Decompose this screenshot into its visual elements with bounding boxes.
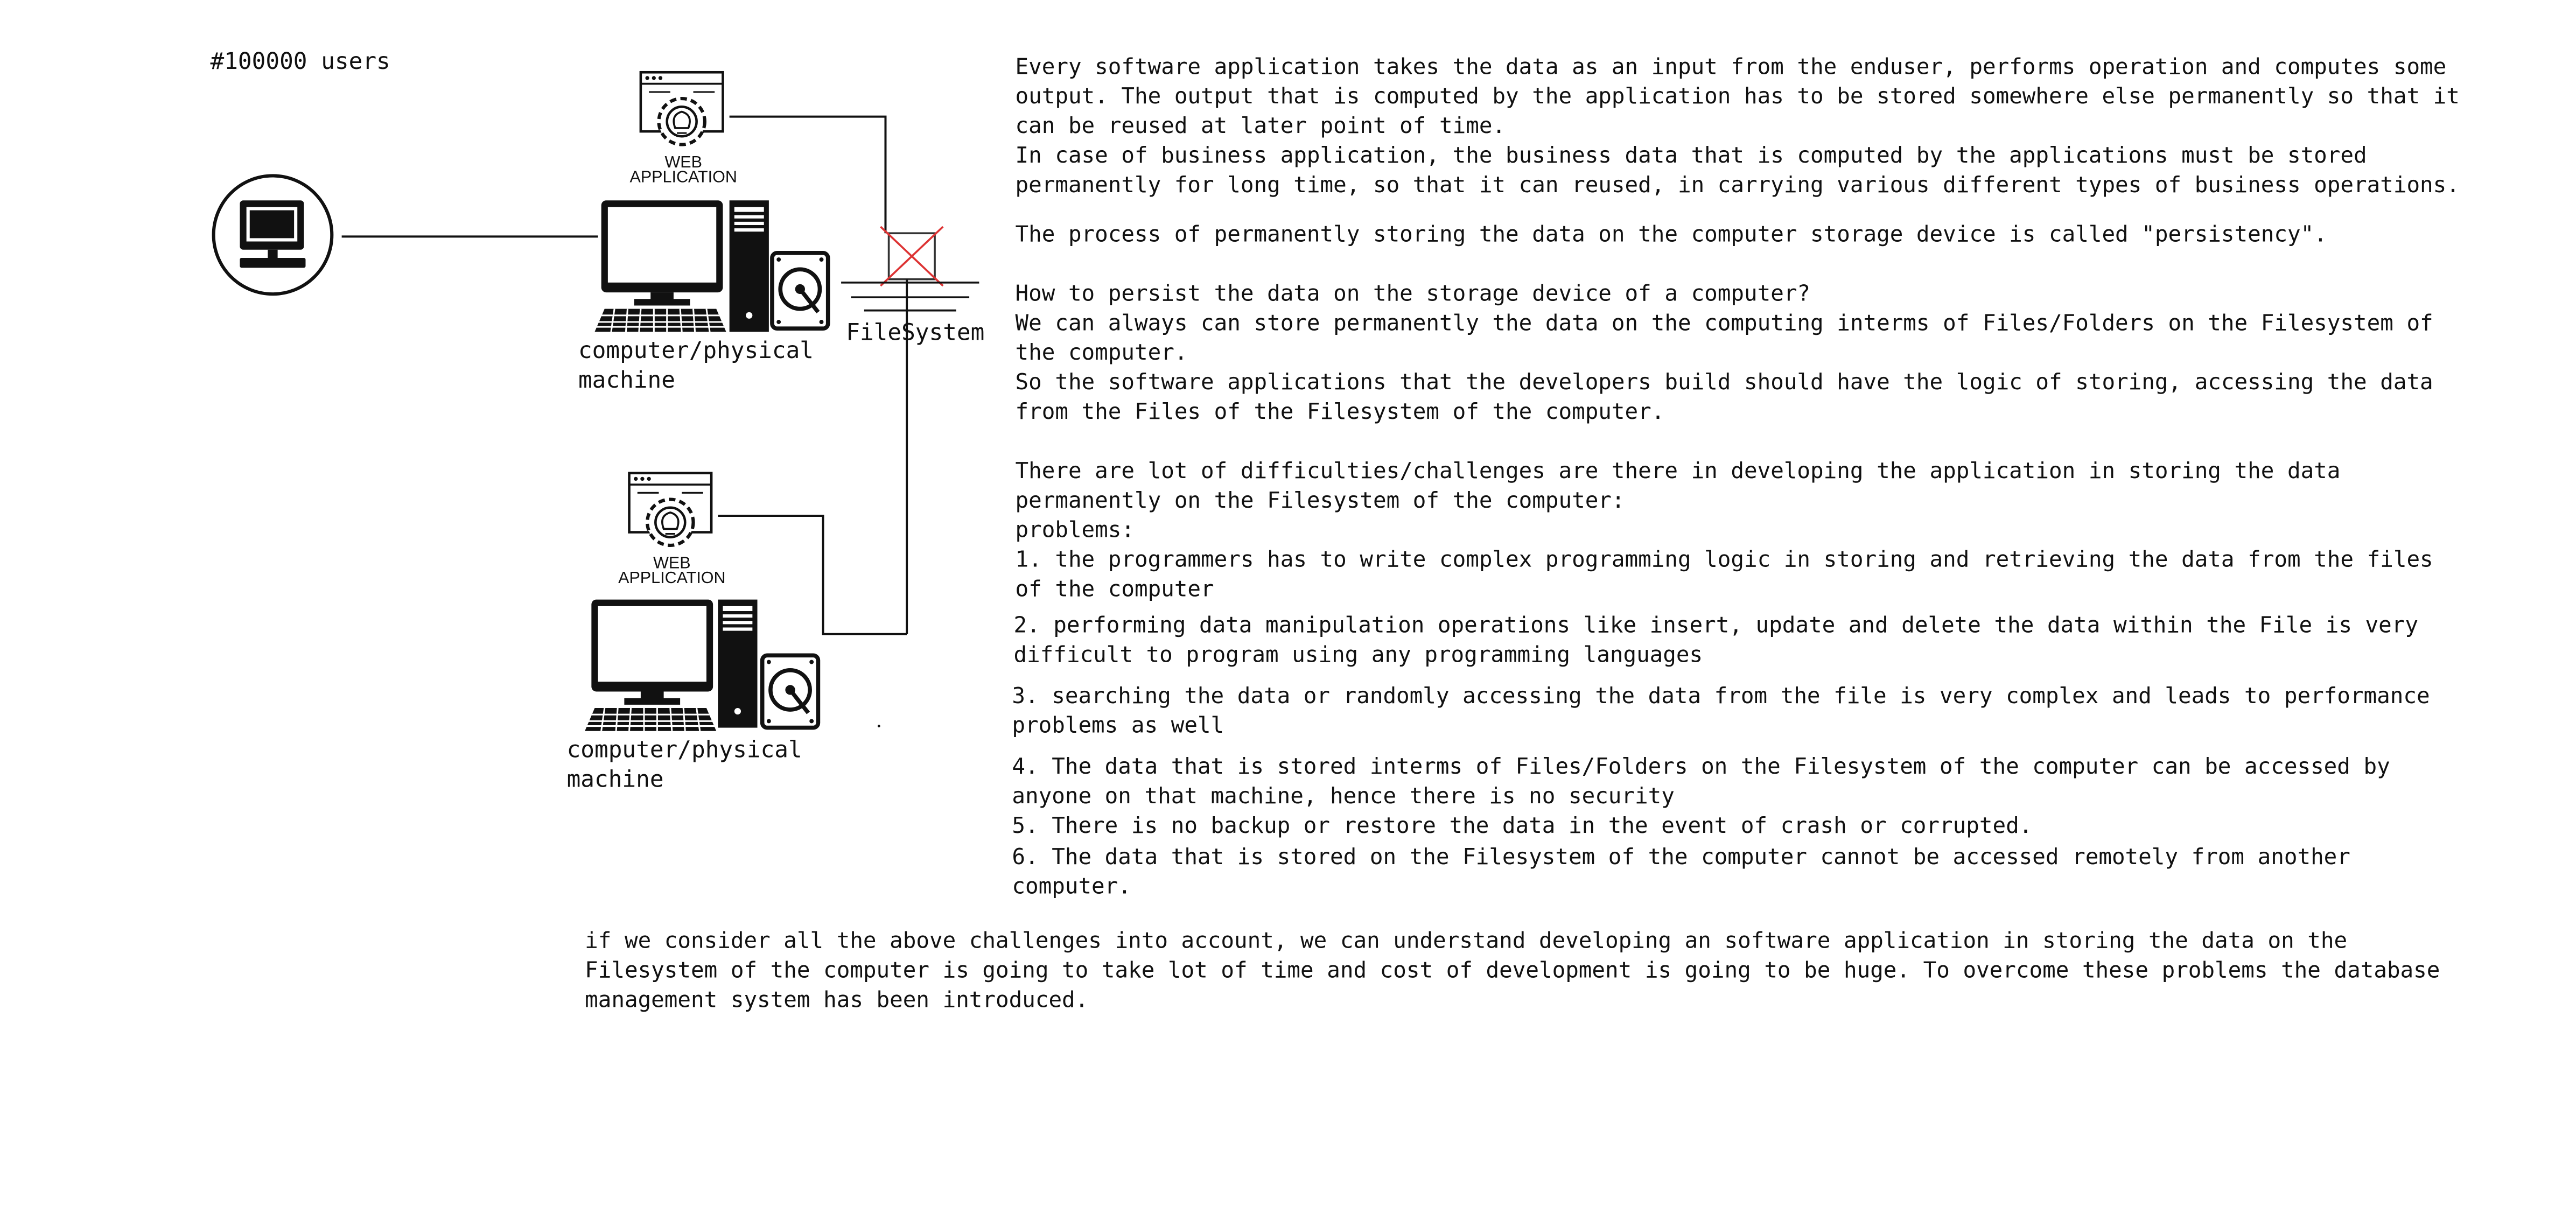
notes-how-paragraph: How to persist the data on the storage d…	[1016, 280, 2433, 424]
notes-line: 1. the programmers has to write complex …	[1016, 546, 2433, 572]
notes-line: anyone on that machine, hence there is n…	[1012, 783, 1674, 809]
persistency-definition: The process of permanently storing the d…	[1016, 221, 2327, 247]
notes-line: permanently for long time, so that it ca…	[1016, 172, 2460, 198]
problem-2: 2. performing data manipulation operatio…	[1013, 612, 2418, 668]
bottom-machine-label-line2: machine	[567, 766, 664, 793]
users-label: #100000 users	[211, 48, 390, 75]
notes-line: of the computer	[1016, 576, 1214, 602]
notes-line: In case of business application, the bus…	[1016, 142, 2367, 168]
stray-dot	[877, 725, 880, 727]
notes-line: permanently on the Filesystem of the com…	[1016, 487, 1625, 513]
notes-line: output. The output that is computed by t…	[1016, 83, 2460, 109]
web-app-label-line1: WEB	[653, 554, 690, 572]
notes-line: 4. The data that is stored interms of Fi…	[1012, 753, 2390, 779]
notes-line: management system has been introduced.	[585, 986, 1088, 1012]
notes-line: the computer.	[1016, 339, 1188, 365]
notes-line: can be reused at later point of time.	[1016, 113, 1506, 138]
web-application-gear-icon	[639, 71, 724, 146]
hard-disk-icon	[760, 653, 821, 730]
top-machine-label-line1: computer/physical	[578, 337, 814, 364]
notes-line: Filesystem of the computer is going to t…	[585, 957, 2440, 983]
hard-disk-icon	[770, 251, 830, 331]
notes-line: 2. performing data manipulation operatio…	[1013, 612, 2418, 638]
desktop-computer-icon	[594, 200, 769, 332]
desktop-computer-icon	[585, 599, 758, 731]
notes-line: 5. There is no backup or restore the dat…	[1012, 812, 2032, 838]
notes-line: difficult to program using any programmi…	[1013, 642, 1703, 668]
notes-line: problems:	[1016, 517, 1135, 543]
notes-line: computer.	[1012, 873, 1131, 899]
notes-line: 3. searching the data or randomly access…	[1012, 683, 2430, 709]
notes-line: Every software application takes the dat…	[1016, 53, 2447, 79]
web-application-gear-icon	[628, 472, 713, 547]
problem-3: 3. searching the data or randomly access…	[1012, 683, 2430, 738]
notes-line: problems as well	[1012, 712, 1224, 738]
notes-line: 6. The data that is stored on the Filesy…	[1012, 844, 2350, 870]
notes-line: So the software applications that the de…	[1016, 369, 2433, 395]
problem-1: 1. the programmers has to write complex …	[1016, 546, 2433, 602]
web-app-label-line1: WEB	[664, 153, 702, 171]
bottom-machine-label-line1: computer/physical	[567, 737, 802, 763]
top-machine-label-line2: machine	[578, 367, 675, 394]
notes-difficulties-paragraph: There are lot of difficulties/challenges…	[1016, 458, 2341, 543]
bottom-webapp-connection-line	[718, 515, 907, 635]
database-crossed-icon	[841, 226, 979, 312]
notes-line: There are lot of difficulties/challenges…	[1016, 458, 2341, 483]
web-app-label-line2: APPLICATION	[618, 569, 725, 587]
notes-conclusion-paragraph: if we consider all the above challenges …	[585, 927, 2440, 1012]
filesystem-label: FileSystem	[846, 319, 984, 346]
notes-line: We can always can store permanently the …	[1016, 310, 2433, 335]
problems-4-to-6: 4. The data that is stored interms of Fi…	[1012, 753, 2390, 899]
notes-line: How to persist the data on the storage d…	[1016, 280, 1811, 306]
notes-intro-paragraph: Every software application takes the dat…	[1016, 53, 2460, 198]
user-monitor-icon	[212, 174, 334, 296]
web-app-label-line2: APPLICATION	[629, 168, 737, 186]
notes-line: if we consider all the above challenges …	[585, 927, 2347, 953]
notes-line: from the Files of the Filesystem of the …	[1016, 398, 1665, 424]
webapp-connection-line	[729, 115, 887, 234]
